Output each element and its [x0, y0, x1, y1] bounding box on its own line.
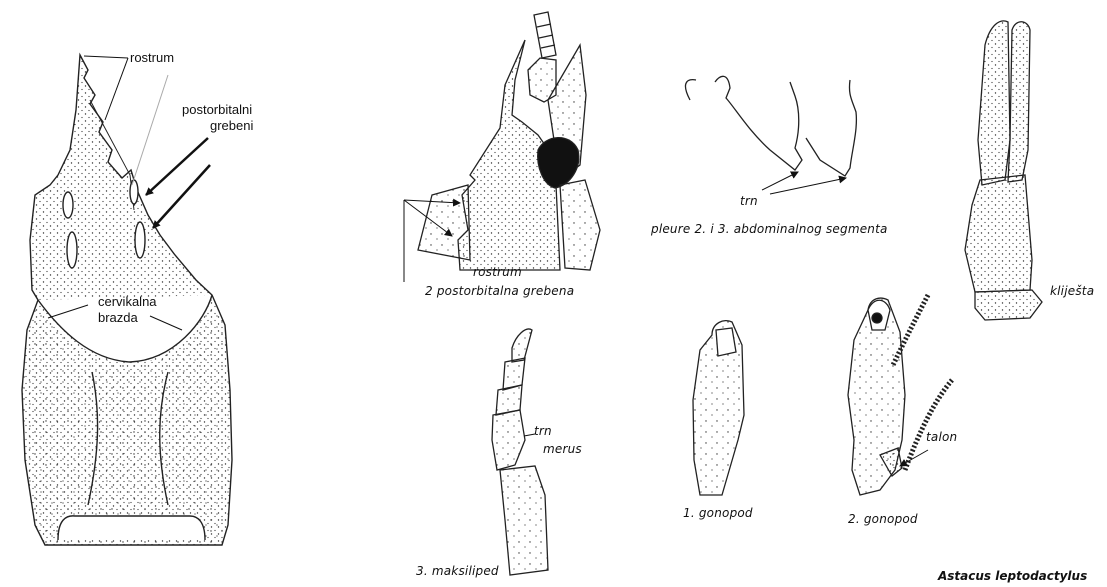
claw-palm — [965, 175, 1032, 292]
gonopod1-caption: 1. gonopod — [683, 506, 753, 520]
carapace-postorbital-label-line2: grebeni — [210, 118, 253, 133]
species-name: Astacus leptodactylus — [938, 569, 1087, 583]
maxilliped-drawing — [492, 329, 548, 575]
claw-caption: kliješta — [1050, 284, 1094, 298]
gonopod1-tip — [716, 328, 736, 356]
maxilliped-merus — [492, 410, 525, 470]
rostrum-pointer-1 — [84, 56, 128, 58]
postorbital-arrow-1 — [146, 138, 208, 195]
head-rostrum-label: rostrum — [473, 265, 522, 279]
maxilliped-spine-label: trn — [534, 424, 552, 438]
carapace-postorbital-label-line1: postorbitalni — [182, 102, 252, 117]
claw-propodus-finger — [1008, 22, 1030, 182]
right-appendage — [560, 180, 600, 270]
pleuron-3 — [806, 80, 856, 176]
postorbital-ridge-left-lower — [67, 232, 77, 268]
left-appendage — [418, 185, 470, 260]
head-postorbital-label: 2 postorbitalna grebena — [425, 284, 574, 298]
rostrum-pointer-2 — [105, 58, 128, 120]
maxilliped-dactyl — [512, 329, 532, 362]
maxilliped-ischium — [500, 466, 548, 575]
antenna-segments — [534, 12, 556, 58]
pleura-pointer-1 — [762, 172, 798, 190]
gonopod2-knob — [872, 313, 882, 323]
claw-dactyl — [978, 21, 1010, 185]
posterior-margin — [58, 516, 205, 540]
pleura-drawing — [685, 76, 856, 176]
postorbital-ridge-left-upper — [63, 192, 73, 218]
gonopod1-drawing — [693, 321, 744, 495]
talon-pointer — [900, 450, 928, 466]
claw-drawing — [965, 21, 1042, 320]
gonopod2-talon-label: talon — [926, 430, 957, 444]
claw-carpus — [975, 290, 1042, 320]
pleuron-2 — [685, 76, 802, 170]
maxilliped-merus-label: merus — [543, 442, 582, 456]
carapace-rostrum-label: rostrum — [130, 50, 174, 65]
pleura-spine-label: trn — [740, 194, 758, 208]
gonopod2-caption: 2. gonopod — [848, 512, 918, 526]
rostrum-pointer-3 — [132, 75, 168, 185]
gonopod2-endopod-lower — [905, 380, 952, 470]
pleura-pointers — [762, 172, 846, 194]
carapace-cervical-label-line2: brazda — [98, 310, 138, 325]
maxilliped-caption: 3. maksiliped — [416, 564, 499, 578]
pleura-caption: pleure 2. i 3. abdominalnog segmenta — [651, 222, 888, 236]
postorbital-ridge-right-upper — [130, 180, 138, 204]
postorbital-arrow-2 — [153, 165, 210, 228]
postorbital-ridge-right-lower — [135, 222, 145, 258]
carapace-cervical-label-line1: cervikalna — [98, 294, 157, 309]
gonopod2-drawing — [848, 295, 952, 495]
